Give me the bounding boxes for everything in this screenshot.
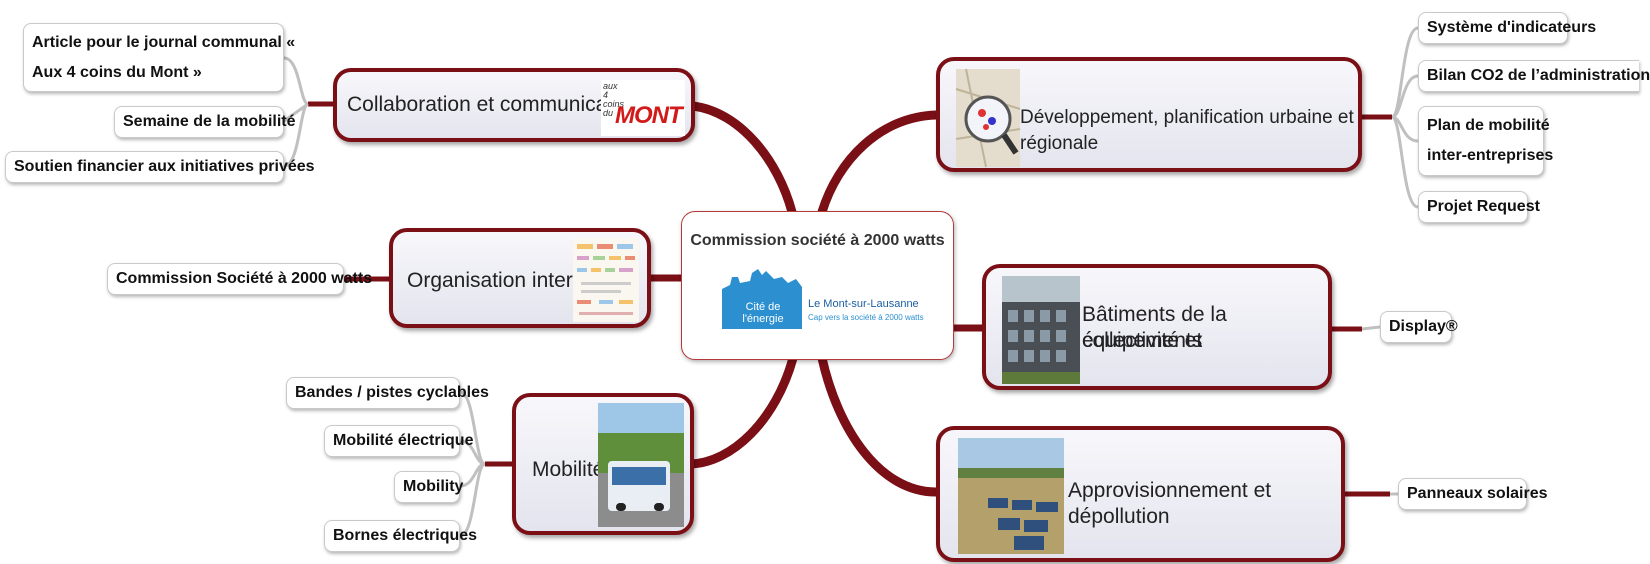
building-photo xyxy=(1002,276,1080,384)
map-magnifier-image xyxy=(955,68,1021,168)
branch-batiments[interactable]: Bâtiments de la collectivité et équipeme… xyxy=(982,264,1332,390)
leaf-line-1: Article pour le journal communal « xyxy=(32,33,296,51)
central-topic[interactable]: Commission société à 2000 watts Cité de … xyxy=(681,211,954,360)
leaf-semaine-mobilite[interactable]: Semaine de la mobilité xyxy=(114,106,296,138)
central-title: Commission société à 2000 watts xyxy=(690,232,945,249)
logo-small-text: aux 4 coins du xyxy=(603,81,625,118)
leaf-soutien-financier[interactable]: Soutien financier aux initiatives privée… xyxy=(5,151,315,183)
branch-label: Collaboration et communication xyxy=(347,93,642,116)
leaf-mobilite-electrique[interactable]: Mobilité électrique xyxy=(324,425,473,457)
branch-label: Mobilité xyxy=(532,458,605,481)
leaf-projet-request[interactable]: Projet Request xyxy=(1418,191,1540,223)
logo-big-text: MONT xyxy=(615,102,683,129)
leaf-commission-societe[interactable]: Commission Société à 2000 watts xyxy=(107,263,372,295)
branch-label-line-1: Bâtiments de la collectivité et xyxy=(1082,303,1227,352)
leaf-bornes-electriques[interactable]: Bornes électriques xyxy=(324,520,477,552)
logo-tagline-text: Cap vers la société à 2000 watts xyxy=(808,313,924,322)
cite-energie-logo xyxy=(722,269,802,329)
logo-place-text: Le Mont-sur-Lausanne xyxy=(808,298,919,310)
logo-badge-text: Cité de l'énergie xyxy=(742,301,784,325)
branch-label: Organisation interne xyxy=(407,269,597,292)
leaf-line-1: Plan de mobilité xyxy=(1427,117,1550,134)
leaf-systeme-indicateurs[interactable]: Système d'indicateurs xyxy=(1418,12,1596,44)
branch-organisation-interne[interactable]: Organisation interne xyxy=(389,228,651,328)
leaf-mobility[interactable]: Mobility xyxy=(394,471,463,503)
branch-label: Développement, planification urbaine et … xyxy=(1020,107,1354,154)
mont-journal-logo: aux 4 coins du MONT xyxy=(601,80,685,136)
leaf-article-journal[interactable]: Article pour le journal communal « Aux 4… xyxy=(23,23,295,92)
branch-label: Approvisionnement et dépollution xyxy=(1068,479,1272,528)
branch-label-line-2: équipements xyxy=(1082,329,1203,352)
org-chart-image xyxy=(573,238,639,322)
leaf-bilan-co2[interactable]: Bilan CO2 de l’administration xyxy=(1418,60,1650,92)
leaf-bandes-pistes-cyclables[interactable]: Bandes / pistes cyclables xyxy=(286,377,489,409)
leaf-display[interactable]: Display® xyxy=(1380,311,1458,343)
branch-developpement[interactable]: Développement, planification urbaine et … xyxy=(936,57,1362,172)
leaf-plan-mobilite[interactable]: Plan de mobilité inter-entreprises xyxy=(1418,106,1553,176)
branch-approvisionnement[interactable]: Approvisionnement et dépollution xyxy=(936,426,1345,562)
leaf-line-2: inter-entreprises xyxy=(1427,147,1554,164)
branch-mobilite[interactable]: Mobilité xyxy=(512,393,694,535)
solar-panels-photo xyxy=(958,438,1064,554)
leaf-panneaux-solaires[interactable]: Panneaux solaires xyxy=(1398,478,1548,510)
branch-collaboration-communication[interactable]: Collaboration et communication aux 4 coi… xyxy=(333,68,695,142)
leaf-line-2: Aux 4 coins du Mont » xyxy=(32,63,202,81)
bus-photo xyxy=(598,403,684,527)
